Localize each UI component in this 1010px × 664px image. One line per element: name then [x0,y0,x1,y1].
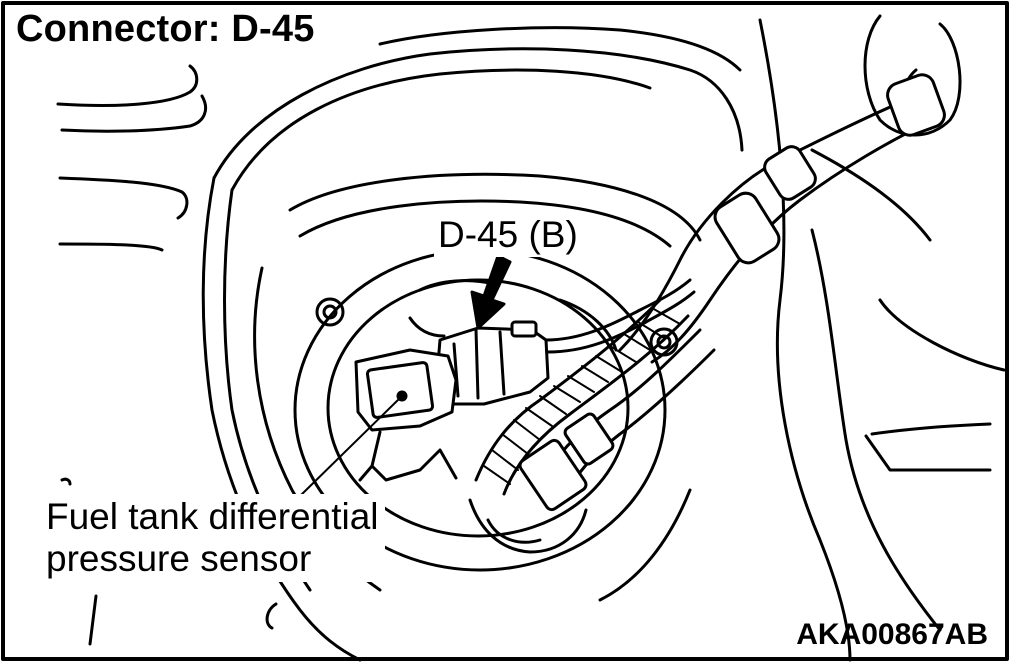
panel-line [58,242,164,252]
body-panel [810,148,932,242]
detail-mark [60,477,72,486]
panel-line [60,94,207,133]
callout-arrow [470,254,512,330]
pump-outlet [486,518,542,544]
sensor-callout-label: Fuel tank differential pressure sensor [42,494,385,582]
sensor-bracket [358,464,374,482]
tank-contour [201,176,362,662]
flange-detail [408,316,446,338]
tank-contour [230,68,652,192]
panel-line [56,64,199,107]
pump-outlet [468,498,588,554]
sensor-label-line-2: pressure sensor [46,538,312,579]
detail-mark [265,602,278,630]
harness-grommet [713,191,781,265]
hose-connector [563,412,615,466]
service-hole-rim [598,488,692,602]
service-hole-rim [298,199,672,248]
sensor-label-line-1: Fuel tank differential [46,496,379,537]
page-title: Connector: D-45 [16,8,315,50]
sensor-leader-line [299,397,401,497]
pressure-sensor-face [365,361,435,419]
body-panel [878,298,1006,372]
d45-connector-detail [498,330,506,396]
tank-contour [212,47,744,180]
flange-bolt [656,334,672,350]
body-panel [870,422,992,436]
connector-callout-label: D-45 (B) [434,213,582,257]
d45-latch [510,320,538,338]
body-panel [758,18,852,662]
flange-detail [418,279,496,292]
panel-line [58,176,189,220]
d45-connector-detail [452,342,460,398]
sensor-wire [544,278,692,342]
body-panel [810,228,942,632]
harness-grommet [763,145,817,201]
sensor-wire [546,290,696,354]
service-hole-rim [288,172,702,242]
hose-connector [518,438,588,512]
body-panel [864,434,992,472]
flange-detail [558,298,618,352]
d45-connector-detail [474,328,480,400]
figure-code: AKA00867AB [796,618,988,651]
flange-bolt [315,297,345,327]
harness-grommet [886,73,946,137]
detail-mark [88,594,98,646]
tank-contour [378,26,742,72]
sensor-bracket [370,430,458,482]
flange-bolt [322,304,338,320]
